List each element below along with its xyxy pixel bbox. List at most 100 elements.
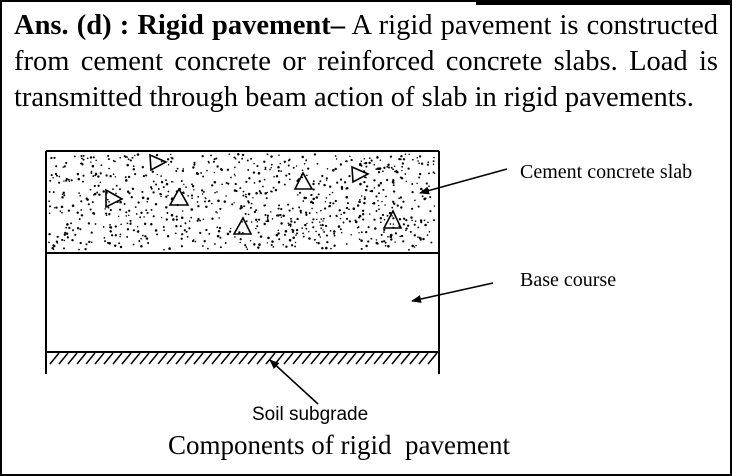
concrete-speck xyxy=(49,179,52,182)
concrete-speck xyxy=(166,212,169,214)
hatch-line xyxy=(391,352,402,365)
concrete-speck xyxy=(405,227,408,230)
concrete-speck xyxy=(51,246,54,250)
concrete-speck xyxy=(404,153,407,155)
concrete-speck xyxy=(411,183,414,185)
concrete-speck xyxy=(126,235,129,238)
concrete-speck xyxy=(263,222,266,226)
concrete-speck xyxy=(299,211,302,214)
concrete-speck xyxy=(214,191,216,194)
concrete-speck xyxy=(151,170,154,173)
concrete-speck xyxy=(71,239,74,242)
concrete-speck xyxy=(126,190,130,193)
concrete-speck xyxy=(285,174,288,177)
concrete-speck xyxy=(325,177,328,180)
concrete-speck xyxy=(250,202,253,205)
concrete-speck xyxy=(216,191,218,193)
concrete-speck xyxy=(304,211,308,214)
concrete-speck xyxy=(107,206,110,209)
concrete-speck xyxy=(277,165,280,169)
concrete-speck xyxy=(70,179,73,182)
concrete-speck xyxy=(213,171,216,174)
concrete-speck xyxy=(345,206,349,210)
concrete-speck xyxy=(400,155,403,158)
concrete-speck xyxy=(264,204,266,207)
concrete-speck xyxy=(332,169,335,172)
concrete-speck xyxy=(48,212,51,215)
concrete-speck xyxy=(109,226,113,229)
concrete-speck xyxy=(50,174,53,177)
concrete-speck xyxy=(312,182,315,186)
concrete-speck xyxy=(228,230,232,233)
concrete-speck xyxy=(247,192,251,196)
concrete-speck xyxy=(201,154,204,158)
concrete-speck xyxy=(197,196,200,198)
concrete-speck xyxy=(290,217,292,220)
concrete-speck xyxy=(432,160,435,163)
concrete-speck xyxy=(378,208,380,211)
concrete-speck xyxy=(433,156,435,159)
concrete-speck xyxy=(365,244,368,248)
concrete-speck xyxy=(402,217,406,220)
concrete-speck xyxy=(277,207,280,210)
concrete-speck xyxy=(433,172,436,175)
concrete-speck xyxy=(283,233,286,236)
concrete-speck xyxy=(415,244,417,247)
concrete-speck xyxy=(275,174,279,178)
concrete-speck xyxy=(265,220,267,222)
concrete-speck xyxy=(382,170,384,173)
concrete-speck xyxy=(191,197,193,200)
concrete-speck xyxy=(400,234,404,238)
concrete-speck xyxy=(369,213,371,215)
concrete-speck xyxy=(312,188,315,191)
concrete-speck xyxy=(215,157,218,160)
concrete-speck xyxy=(152,191,155,194)
concrete-speck xyxy=(294,241,297,244)
concrete-speck xyxy=(93,184,96,188)
concrete-speck xyxy=(315,230,317,233)
concrete-speck xyxy=(52,191,55,194)
concrete-speck xyxy=(311,207,313,210)
concrete-speck xyxy=(301,176,304,179)
concrete-speck xyxy=(381,240,384,243)
concrete-speck xyxy=(193,189,195,191)
concrete-speck xyxy=(142,234,144,237)
concrete-speck xyxy=(392,200,395,203)
concrete-speck xyxy=(428,230,431,233)
concrete-speck xyxy=(76,172,80,176)
concrete-speck xyxy=(86,157,89,160)
concrete-speck xyxy=(138,240,141,242)
aggregate-triangle xyxy=(232,216,253,235)
concrete-speck xyxy=(383,228,386,232)
concrete-speck xyxy=(310,193,313,197)
concrete-speck xyxy=(328,193,331,196)
hatch-line xyxy=(193,352,204,365)
concrete-speck xyxy=(427,221,429,224)
concrete-speck xyxy=(112,173,115,176)
concrete-speck xyxy=(48,232,51,236)
concrete-speck xyxy=(398,157,401,161)
concrete-speck xyxy=(70,222,73,225)
concrete-speck xyxy=(208,199,211,202)
concrete-speck xyxy=(140,237,142,240)
concrete-speck xyxy=(418,236,421,240)
concrete-speck xyxy=(216,165,219,168)
concrete-speck xyxy=(340,185,344,189)
concrete-speck xyxy=(132,168,136,171)
concrete-speck xyxy=(115,184,118,187)
concrete-speck xyxy=(399,196,403,199)
concrete-speck xyxy=(292,236,295,239)
concrete-speck xyxy=(410,216,413,219)
concrete-speck xyxy=(186,235,189,238)
concrete-speck xyxy=(219,246,222,249)
concrete-speck xyxy=(68,226,71,230)
concrete-speck xyxy=(205,205,208,209)
concrete-speck xyxy=(316,218,318,221)
concrete-speck xyxy=(137,201,140,204)
concrete-speck xyxy=(264,213,267,216)
concrete-speck xyxy=(313,153,317,156)
concrete-speck xyxy=(266,219,270,223)
concrete-speck xyxy=(384,204,386,206)
